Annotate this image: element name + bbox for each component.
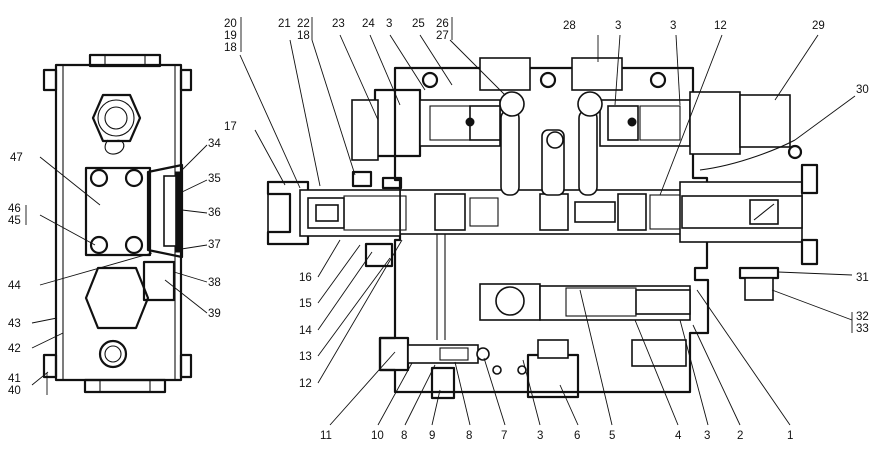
- hex-nut-top: [91, 93, 142, 143]
- callout-33: 33: [856, 323, 869, 335]
- lock-wire: [104, 139, 125, 155]
- side-fitting: [142, 260, 176, 302]
- bottom-flange: [83, 378, 167, 394]
- callout-3a: 3: [386, 18, 392, 30]
- lock-wire-right: [699, 139, 796, 171]
- callout-36: 36: [208, 207, 221, 219]
- callout-41: 41: [8, 373, 21, 385]
- channel: [500, 109, 520, 196]
- callout-24: 24: [362, 18, 375, 30]
- callout-32: 32: [856, 311, 869, 323]
- hex-nut-bottom: [84, 266, 150, 330]
- callout-44: 44: [8, 280, 21, 292]
- callout-1: 1: [787, 430, 793, 442]
- hole: [89, 168, 109, 188]
- callout-18: 18: [224, 42, 237, 54]
- callout-2: 2: [737, 430, 743, 442]
- callout-4: 4: [675, 430, 682, 442]
- callout-29: 29: [812, 20, 825, 32]
- callout-46: 46: [8, 203, 21, 215]
- bolt-right-bottom: [179, 353, 193, 379]
- callout-42: 42: [8, 343, 21, 355]
- callout-8b: 8: [466, 430, 472, 442]
- callout-5: 5: [609, 430, 615, 442]
- callout-18b: 18: [297, 30, 310, 42]
- callout-15: 15: [299, 298, 312, 310]
- callout-28: 28: [563, 20, 576, 32]
- bolt-right-top: [179, 68, 193, 92]
- callout-11: 11: [320, 430, 332, 442]
- sectioned-plug: [146, 163, 184, 259]
- lower-left-plug: [378, 336, 410, 372]
- callout-39: 39: [208, 308, 221, 320]
- callout-16: 16: [299, 272, 312, 284]
- callout-10: 10: [371, 430, 384, 442]
- top-flange: [88, 53, 162, 68]
- callout-9: 9: [429, 430, 435, 442]
- top-fitting-right: [571, 57, 623, 91]
- callout-25: 25: [412, 18, 425, 30]
- bottom-plug: [526, 353, 580, 399]
- ball: [499, 91, 525, 117]
- callout-21: 21: [278, 18, 291, 30]
- callout-3e: 3: [704, 430, 710, 442]
- callout-35: 35: [208, 173, 221, 185]
- callout-23: 23: [332, 18, 345, 30]
- side-view: [42, 53, 193, 394]
- callout-20: 20: [224, 18, 237, 30]
- callout-labels: 20 19 18 21 22 18 23 24 3 25 26 27 28 3 …: [8, 18, 869, 442]
- callout-38: 38: [208, 277, 221, 289]
- right-cylinder: [689, 91, 741, 155]
- callout-19: 19: [224, 30, 237, 42]
- callout-17: 17: [224, 121, 237, 133]
- drain-plug: [98, 339, 128, 369]
- side-view-body: [54, 63, 183, 382]
- main-section-view: [266, 57, 819, 400]
- callout-22: 22: [297, 18, 310, 30]
- callout-45: 45: [8, 215, 21, 227]
- callout-3c: 3: [670, 20, 676, 32]
- callout-6: 6: [574, 430, 580, 442]
- cover-plate: [84, 166, 152, 257]
- bolt-left-bottom: [42, 353, 58, 379]
- bolt-left-top: [42, 68, 58, 92]
- callout-12b: 12: [299, 378, 312, 390]
- callout-43: 43: [8, 318, 21, 330]
- callout-3b: 3: [615, 20, 621, 32]
- callout-3d: 3: [537, 430, 543, 442]
- callout-12a: 12: [714, 20, 727, 32]
- callout-26: 26: [436, 18, 449, 30]
- callout-27: 27: [436, 30, 449, 42]
- callout-14: 14: [299, 325, 312, 337]
- top-fitting-left: [479, 57, 531, 91]
- callout-31: 31: [856, 272, 869, 284]
- callout-40: 40: [8, 385, 21, 397]
- callout-7: 7: [501, 430, 507, 442]
- callout-13: 13: [299, 351, 312, 363]
- callout-34: 34: [208, 138, 221, 150]
- callout-8a: 8: [401, 430, 407, 442]
- leader-lines: [25, 17, 856, 426]
- callout-37: 37: [208, 239, 221, 251]
- callout-30: 30: [856, 84, 869, 96]
- callout-47: 47: [10, 152, 23, 164]
